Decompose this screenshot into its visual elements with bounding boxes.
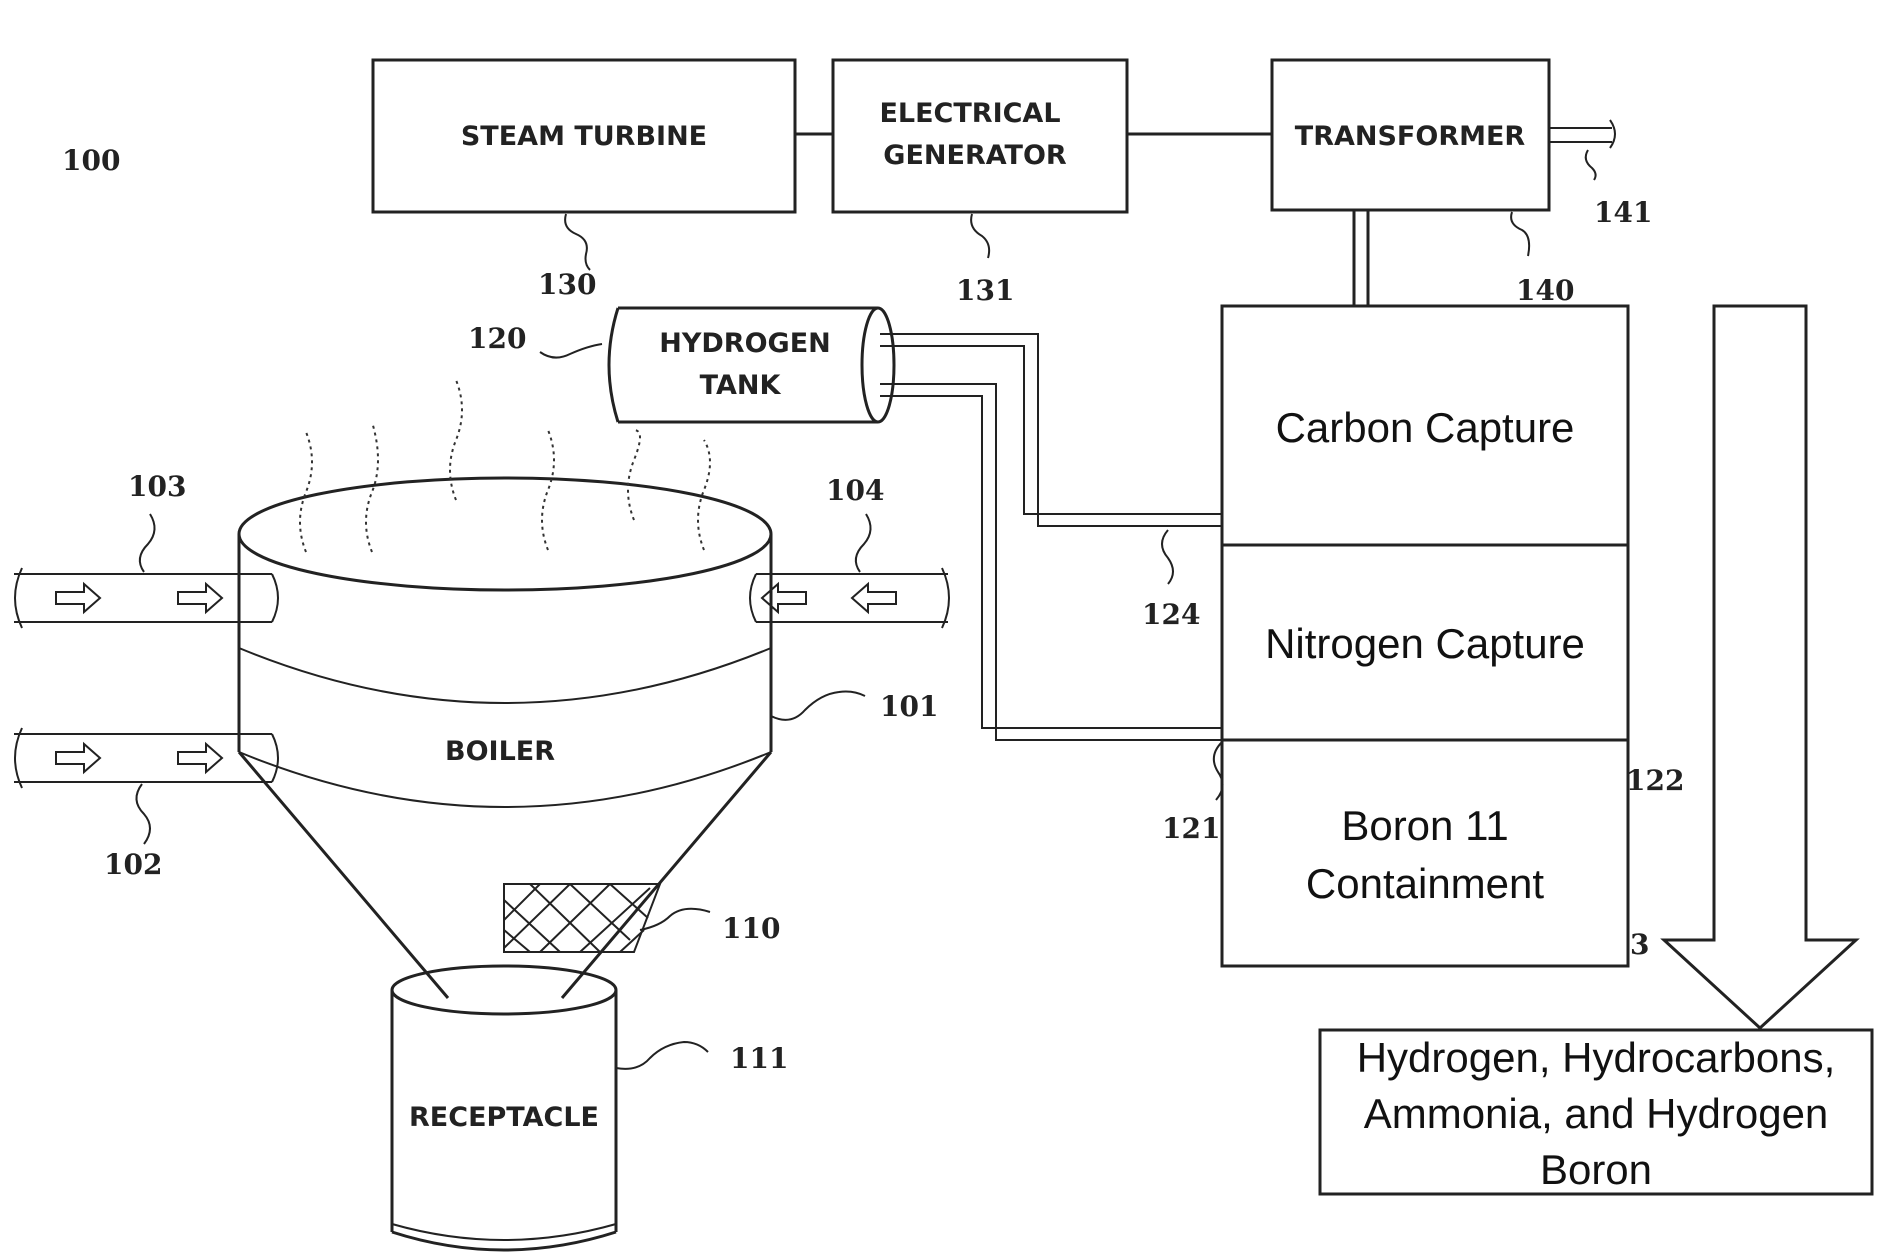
ref-101: 101 <box>880 690 938 723</box>
products-line-2: Ammonia, and Hydrogen <box>1364 1090 1829 1137</box>
pipe-124-inner <box>880 346 1222 514</box>
hydrogen-tank: HYDROGEN TANK <box>609 308 894 422</box>
receptacle-label: RECEPTACLE <box>409 1102 599 1133</box>
ref-partial-3: 3 <box>1630 928 1649 961</box>
leader-120 <box>540 344 602 358</box>
products-line-3: Boron <box>1540 1146 1652 1193</box>
leader-140 <box>1511 212 1529 256</box>
ref-124: 124 <box>1142 598 1200 631</box>
transformer-output-break <box>1610 120 1615 148</box>
generator-label-1: ELECTRICAL <box>879 98 1060 129</box>
capture-stack: Carbon Capture Nitrogen Capture Boron 11… <box>1222 306 1628 966</box>
output-arrow <box>1664 306 1856 1028</box>
ref-111: 111 <box>730 1042 788 1075</box>
steam-wisps <box>300 380 710 552</box>
ref-110: 110 <box>722 912 780 945</box>
transformer-label: TRANSFORMER <box>1295 121 1526 152</box>
leader-131 <box>971 214 989 258</box>
transformer: TRANSFORMER <box>1272 60 1549 210</box>
hydrogen-tank-label-1: HYDROGEN <box>659 328 831 359</box>
boron-label-2: Containment <box>1306 860 1544 907</box>
inlet-104 <box>750 568 949 628</box>
ref-121: 121 <box>1162 812 1220 845</box>
nitrogen-capture-label: Nitrogen Capture <box>1265 620 1585 667</box>
figure-ref: 100 <box>62 144 120 177</box>
transformer-output-line <box>1549 128 1612 142</box>
leader-130 <box>565 214 590 270</box>
boron-label-1: Boron 11 <box>1341 802 1508 849</box>
steam-turbine: STEAM TURBINE <box>373 60 795 212</box>
receptacle: RECEPTACLE <box>392 966 616 1250</box>
ref-102: 102 <box>104 848 162 881</box>
leader-104 <box>856 514 871 572</box>
products-box: Hydrogen, Hydrocarbons, Ammonia, and Hyd… <box>1320 1030 1872 1194</box>
electrical-generator: ELECTRICAL GENERATOR <box>833 60 1127 212</box>
ref-131: 131 <box>956 274 1014 307</box>
boiler-label: BOILER <box>445 736 555 767</box>
generator-label-2: GENERATOR <box>883 140 1067 171</box>
leader-101 <box>771 692 865 720</box>
ref-104: 104 <box>826 474 884 507</box>
hydrogen-tank-label-2: TANK <box>700 370 782 401</box>
ref-120: 120 <box>468 322 526 355</box>
leader-141 <box>1586 150 1596 180</box>
steam-turbine-label: STEAM TURBINE <box>461 121 707 152</box>
ref-103: 103 <box>128 470 186 503</box>
ref-141: 141 <box>1594 196 1652 229</box>
pipe-124-outer <box>880 334 1222 526</box>
products-line-1: Hydrogen, Hydrocarbons, <box>1357 1034 1836 1081</box>
ref-122: 122 <box>1626 764 1684 797</box>
leader-110 <box>640 909 710 930</box>
transformer-capture-link <box>1354 210 1368 306</box>
leader-111 <box>616 1042 708 1069</box>
ref-130: 130 <box>538 268 596 301</box>
carbon-capture-label: Carbon Capture <box>1276 404 1575 451</box>
ref-140: 140 <box>1516 274 1574 307</box>
leader-103 <box>140 514 155 572</box>
leader-124 <box>1162 530 1173 584</box>
filter <box>504 884 660 952</box>
leader-102 <box>136 784 150 844</box>
